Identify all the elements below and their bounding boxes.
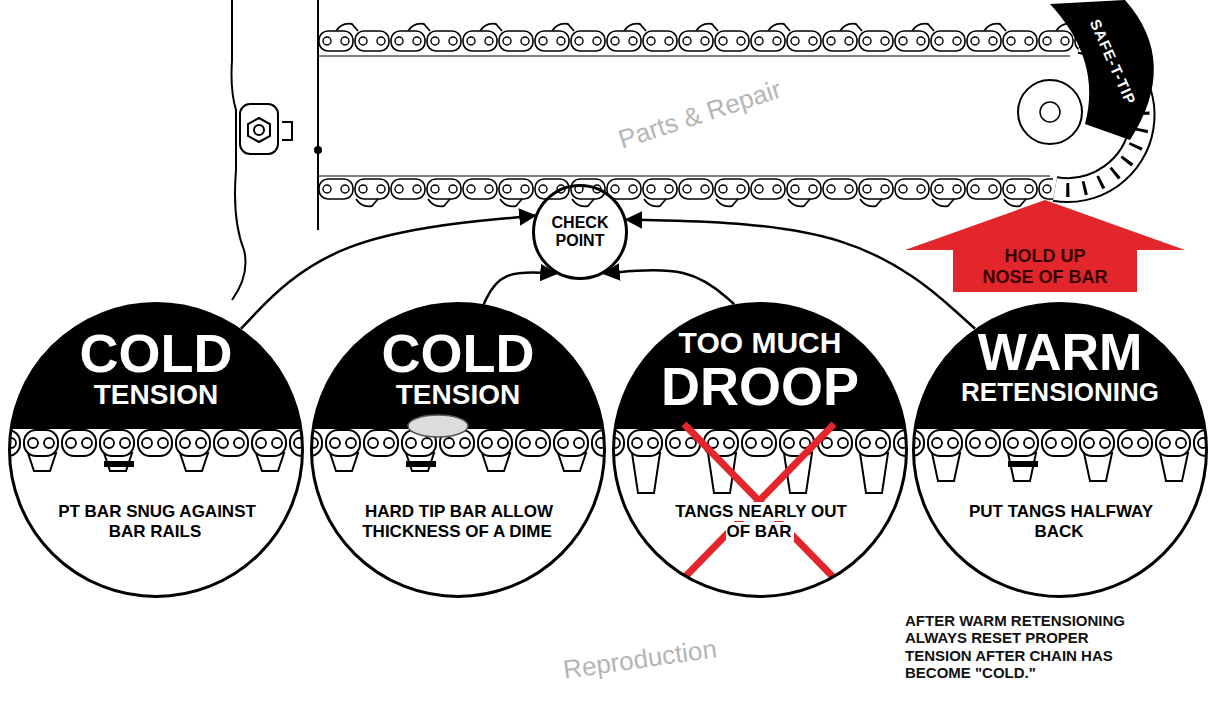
note: AFTER WARM RETENSIONING ALWAYS RESET PRO…: [905, 612, 1155, 681]
gauge-heading: WARM: [912, 326, 1208, 378]
gauge-heading: TENSION: [310, 380, 606, 411]
node-label: CHECK POINT: [545, 214, 615, 249]
heading-wrap: WARMRETENSIONING: [912, 326, 1208, 407]
connector-arrow: [484, 272, 556, 304]
arrow-shape: [905, 200, 1185, 292]
gauge-heading: TENSION: [8, 380, 304, 411]
nose-guard: [1050, 0, 1154, 140]
gauge-heading: COLD: [8, 326, 304, 380]
bottom-chain: [318, 176, 1053, 202]
heading-wrap: COLDTENSION: [8, 326, 304, 411]
red-cross: [684, 424, 834, 578]
watermark: Reproduction: [561, 634, 718, 685]
tension-gauge-circle: COLDTENSION HARD TIP BAR ALLOW THICKNESS …: [310, 302, 606, 598]
gauge-heading: RETENSIONING: [912, 378, 1208, 407]
caption-wrap: TANGS NEARLY OUT OF BAR: [660, 502, 860, 543]
tension-gauge-circle: COLDTENSION PT BAR SNUG AGAINST BAR RAILS: [8, 302, 304, 598]
dime: [408, 415, 468, 437]
callout-arrow: HOLD UP NOSE OF BAR: [905, 200, 1185, 292]
heading-wrap: COLDTENSION: [310, 326, 606, 411]
tension-gauge-circle: WARMRETENSIONING PUT TANGS HALFWAY BACK: [912, 302, 1208, 598]
tension-gauge-circle: TOO MUCHDROOP TANGS NEARLY OUT OF BAR: [612, 302, 908, 598]
heading-wrap: TOO MUCHDROOP: [612, 326, 908, 413]
connector-arrow: [604, 270, 734, 304]
gauge-caption: HARD TIP BAR ALLOW THICKNESS OF A DIME: [362, 502, 554, 541]
arrow-text-wrap: HOLD UP NOSE OF BAR: [905, 246, 1185, 288]
powerhead: [232, 0, 322, 300]
caption-wrap: PUT TANGS HALFWAY BACK: [960, 502, 1160, 543]
gauge-heading: TOO MUCH: [612, 326, 908, 359]
top-chain: [318, 28, 1088, 54]
watermark: Parts & Repair: [615, 75, 785, 156]
gauge-caption: TANGS NEARLY OUT OF BAR: [673, 502, 847, 541]
caption-wrap: HARD TIP BAR ALLOW THICKNESS OF A DIME: [358, 502, 558, 543]
red-cross: [684, 424, 834, 578]
gauge-heading: DROOP: [612, 359, 908, 413]
callout-text: HOLD UP NOSE OF BAR: [980, 246, 1110, 288]
gauge-caption: PUT TANGS HALFWAY BACK: [967, 502, 1153, 541]
caption-wrap: PT BAR SNUG AGAINST BAR RAILS: [56, 502, 256, 543]
gauge-caption: PT BAR SNUG AGAINST BAR RAILS: [56, 502, 256, 541]
gauge-heading: COLD: [310, 326, 606, 380]
check-point-circle: CHECK POINT: [532, 184, 628, 280]
nose-sprocket: [1018, 80, 1082, 144]
nose-guard-label: SAFE-T-TIP: [1086, 17, 1139, 108]
